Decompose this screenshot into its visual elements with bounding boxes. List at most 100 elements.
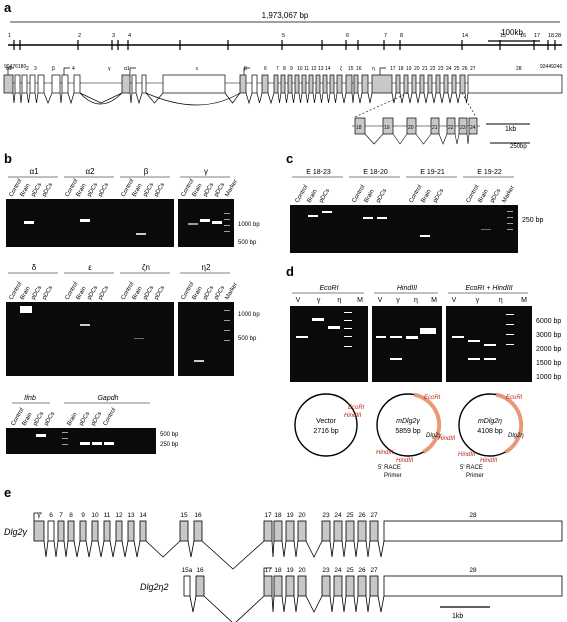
gel-band — [344, 312, 352, 313]
exon-box — [451, 74, 457, 94]
splice-line — [271, 595, 275, 613]
splice-line — [67, 92, 75, 105]
genomic-exon-label: 4 — [128, 33, 131, 39]
splice-line — [333, 92, 338, 104]
gel-ifnb-gapdh — [6, 428, 156, 454]
gel-band — [506, 314, 514, 315]
splice-line — [326, 92, 331, 104]
model-exon-label: ε — [196, 66, 199, 72]
marker-size: 6000 bp — [536, 318, 561, 325]
inset-exon-label: 21 — [432, 125, 438, 131]
lane-label: η — [414, 297, 418, 304]
model-exon-label: 18 — [398, 66, 404, 72]
gel-background — [178, 199, 234, 247]
splice-line — [145, 540, 181, 558]
zoom-line — [354, 92, 409, 118]
exon-box — [61, 74, 69, 94]
splice-line — [189, 595, 197, 613]
marker-size: 1000 bp — [238, 222, 260, 228]
splice-line — [73, 540, 81, 558]
plasmid-size: 2716 bp — [313, 428, 338, 435]
gel-background — [118, 199, 174, 247]
model-exon-label: β — [52, 66, 55, 72]
exon-box — [103, 520, 111, 542]
splice-line — [439, 92, 445, 104]
plasmid-circle — [294, 393, 358, 457]
exon-box — [57, 520, 65, 542]
model-exon-label: γ — [108, 66, 111, 72]
lane-label: pDCs — [91, 411, 104, 427]
gel-band — [328, 326, 340, 329]
plasmid-name: Vector — [316, 418, 337, 425]
splice-line — [305, 92, 310, 104]
exon-box — [162, 74, 226, 94]
scale-100kb: 100kb — [501, 28, 523, 37]
gel-band — [224, 219, 230, 220]
tss-arrow — [263, 567, 272, 576]
genomic-exon-label: 8 — [400, 33, 403, 39]
exon-label: 16 — [194, 512, 202, 519]
lane-label: Brain — [67, 412, 79, 427]
exon-label: 18 — [274, 567, 282, 574]
model-exon-label: 15 — [348, 66, 354, 72]
exon-box — [419, 74, 425, 94]
inset-exon-label: 20 — [408, 125, 414, 131]
gel-band — [224, 310, 230, 311]
exon-label: 8 — [69, 512, 73, 519]
gel-band — [507, 229, 513, 230]
exon-box — [79, 520, 87, 542]
panel-e-letter: e — [4, 485, 11, 500]
gel-alpha2 — [62, 199, 118, 247]
model-exon-label: 9 — [290, 66, 293, 72]
gel-title: E 19-21 — [420, 169, 445, 176]
splice-line — [464, 92, 469, 104]
enzyme-title: HindIII — [397, 285, 417, 292]
exon-box — [297, 575, 307, 597]
gel-band — [468, 358, 480, 360]
gel-zeta — [118, 302, 174, 376]
exon-box — [3, 74, 14, 94]
splice-line — [135, 92, 143, 105]
gel-background — [290, 205, 347, 253]
splice-line — [377, 595, 385, 613]
exon-box — [322, 74, 328, 94]
exon-label: 27 — [370, 512, 378, 519]
model-exon-label: 20 — [414, 66, 420, 72]
gel-band — [24, 221, 34, 224]
model-exon-label: 24 — [446, 66, 452, 72]
splice-line — [367, 92, 373, 104]
splice-line — [53, 540, 59, 558]
lane-label: M — [431, 297, 437, 304]
genomic-exon-label: 5 — [282, 33, 285, 39]
splice-line — [365, 540, 371, 558]
lane-label: Brain — [364, 189, 376, 204]
gel-eta2 — [178, 302, 234, 376]
exon-box — [329, 74, 335, 94]
splice-line — [79, 92, 123, 105]
splice-line — [133, 540, 141, 558]
gel-band — [376, 336, 386, 338]
primer-label: Primer — [384, 473, 402, 479]
splice-line — [351, 92, 355, 104]
exon-box — [273, 74, 279, 94]
splice-line — [34, 92, 39, 104]
inset-splice — [392, 133, 408, 145]
gel-band — [344, 328, 352, 329]
exon-label: 20 — [298, 512, 306, 519]
splice-line — [391, 92, 397, 104]
model-exon-label: ζ — [340, 66, 343, 72]
gel-band — [344, 320, 352, 321]
model-exon-label: 23 — [438, 66, 444, 72]
tss-arrow — [33, 512, 42, 521]
lane-label: pDCs — [98, 285, 111, 301]
splice-line — [79, 92, 123, 104]
lane-label: γ — [396, 297, 400, 304]
exon-label: 24 — [334, 567, 342, 574]
splice-line — [109, 540, 117, 558]
primer-label: Primer — [466, 473, 484, 479]
splice-line — [256, 92, 263, 104]
exon-box — [263, 575, 273, 597]
exon-label: 12 — [115, 512, 123, 519]
